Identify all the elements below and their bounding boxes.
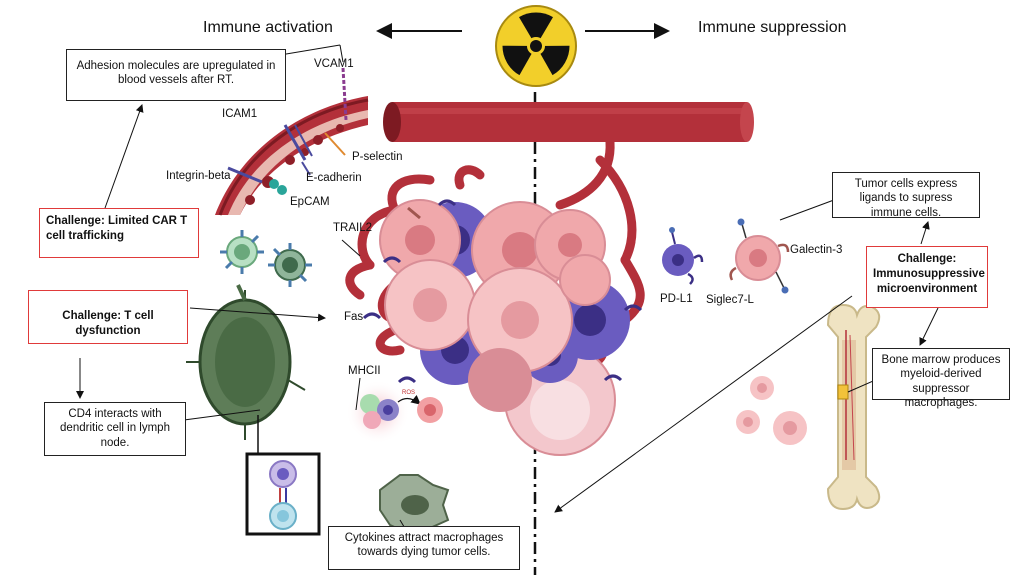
challenge-t-cell-dysfunction: Challenge: T cell dysfunction [28, 290, 188, 344]
note-cytokines: Cytokines attract macrophages towards dy… [328, 526, 520, 570]
connectors [76, 44, 939, 541]
t-cell-dark [268, 243, 312, 287]
lymph-node [186, 284, 306, 440]
t-cell-green [220, 230, 264, 274]
label-ros: ROS [402, 390, 416, 396]
tumor-mass [379, 199, 630, 456]
challenge-immunosuppressive: Challenge: Immunosuppressive microenviro… [866, 246, 988, 308]
label-vcam1: VCAM1 [314, 58, 354, 70]
label-integrin-beta: Integrin-beta [166, 170, 231, 182]
label-p-selectin: P-selectin [352, 151, 403, 163]
bone [826, 303, 881, 511]
tumor-receptors [362, 199, 643, 384]
label-epcam: EpCAM [290, 196, 330, 208]
note-ligands: Tumor cells express ligands to supress i… [832, 172, 980, 219]
challenge-car-t: Challenge: Limited CAR T cell traffickin… [39, 208, 199, 258]
note-adhesion: Adhesion molecules are upregulated in bl… [66, 49, 286, 101]
label-e-cadherin: E-cadherin [306, 172, 362, 184]
label-pd-l1: PD-L1 [660, 293, 693, 305]
label-icam1: ICAM1 [222, 108, 258, 120]
label-galectin-3: Galectin-3 [790, 244, 843, 256]
synapse-inset [245, 415, 321, 536]
ros-cells [346, 380, 443, 444]
macrophage-cell [379, 474, 450, 535]
radiation-icon [495, 5, 577, 87]
mdsc-cells [736, 376, 807, 445]
label-mhcii: MHCII [348, 365, 381, 377]
heading-immune-suppression: Immune suppression [698, 19, 847, 36]
pdl1-cell [662, 227, 704, 285]
label-trailr2: TRAIL2 [333, 222, 372, 234]
label-siglec7-l: Siglec7-L [706, 294, 754, 306]
suppressive-tumor-cell [729, 218, 790, 294]
label-fas: Fas [344, 311, 364, 323]
note-bone-marrow: Bone marrow produces myeloid-derived sup… [872, 348, 1010, 409]
blood-vessel-section [215, 67, 369, 216]
note-cd4: CD4 interacts with dendritic cell in lym… [44, 402, 186, 456]
blood-vessel-horizontal [383, 102, 754, 142]
heading-immune-activation: Immune activation [203, 19, 333, 36]
